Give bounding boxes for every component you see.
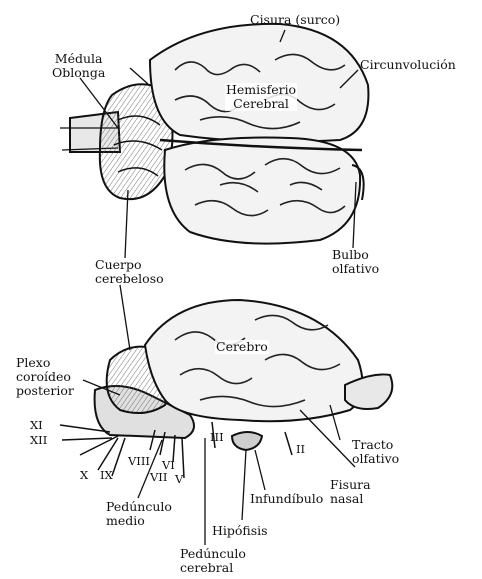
label-tracto-line1: Tracto [352, 438, 399, 452]
label-pedunculo-cerebral-line1: Pedúnculo [180, 547, 246, 561]
label-bulbo-line2: olfativo [332, 262, 379, 276]
label-fisura-line2: nasal [330, 492, 371, 506]
label-nerve-iii: III [210, 430, 224, 444]
label-medula-oblonga: Médula Oblonga [52, 52, 105, 80]
label-hipofisis: Hipófisis [212, 524, 268, 538]
label-bulbo-olfativo: Bulbo olfativo [332, 248, 379, 276]
label-cerebro: Cerebro [215, 340, 269, 354]
lateral-view [95, 300, 393, 450]
label-bulbo-line1: Bulbo [332, 248, 379, 262]
label-plexo-line2: coroídeo [16, 370, 74, 384]
label-plexo-coroideo: Plexo coroídeo posterior [16, 356, 74, 398]
label-nerve-x: X [80, 468, 88, 482]
label-pedunculo-cerebral: Pedúnculo cerebral [180, 547, 246, 575]
label-fisura-line1: Fisura [330, 478, 371, 492]
label-tracto-line2: olfativo [352, 452, 399, 466]
label-nerve-xi: XI [30, 418, 43, 432]
label-nerve-vi: VI [162, 458, 175, 472]
label-pedunculo-medio-line2: medio [106, 514, 172, 528]
label-medula-line1: Médula [52, 52, 105, 66]
label-cuerpo-line2: cerebeloso [95, 272, 164, 286]
label-hemisferio-line1: Hemisferio [226, 83, 296, 97]
label-medula-line2: Oblonga [52, 66, 105, 80]
label-cuerpo-cerebeloso: Cuerpo cerebeloso [95, 258, 164, 286]
label-nerve-vii: VII [150, 470, 167, 484]
label-hemisferio-cerebral: Hemisferio Cerebral [225, 83, 297, 111]
label-circunvolucion: Circunvolución [360, 58, 456, 72]
label-plexo-line1: Plexo [16, 356, 74, 370]
label-hemisferio-line2: Cerebral [226, 97, 296, 111]
label-nerve-viii: VIII [128, 454, 150, 468]
label-nerve-v: V [175, 472, 183, 486]
hypophysis [232, 432, 262, 450]
label-plexo-line3: posterior [16, 384, 74, 398]
label-nerve-ii: II [296, 442, 305, 456]
label-pedunculo-cerebral-line2: cerebral [180, 561, 246, 575]
label-tracto-olfativo: Tracto olfativo [352, 438, 399, 466]
label-pedunculo-medio: Pedúnculo medio [106, 500, 172, 528]
label-cuerpo-line1: Cuerpo [95, 258, 164, 272]
label-nerve-xii: XII [30, 433, 47, 447]
label-pedunculo-medio-line1: Pedúnculo [106, 500, 172, 514]
label-infundibulo: Infundíbulo [250, 492, 323, 506]
label-fisura-nasal: Fisura nasal [330, 478, 371, 506]
label-nerve-ix: IX [100, 468, 113, 482]
dorsal-hemisphere-bottom [164, 138, 360, 244]
label-cisura: Cisura (surco) [250, 13, 340, 27]
